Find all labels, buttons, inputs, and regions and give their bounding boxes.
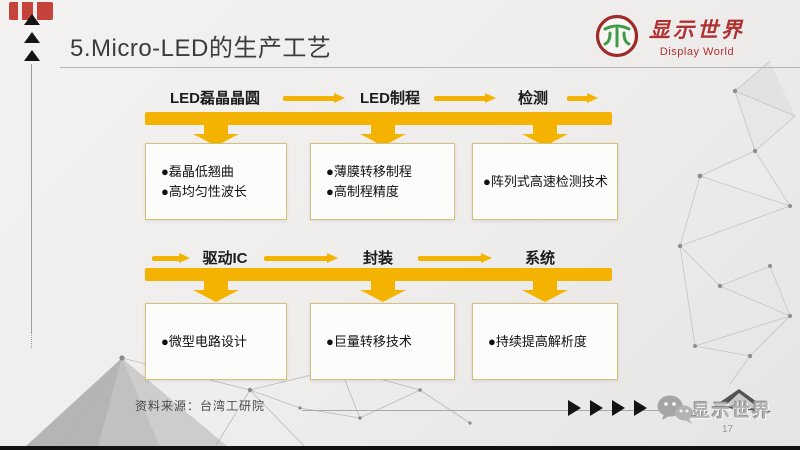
right-arrow-icon [567,93,598,104]
bottom-black-strip [0,446,800,450]
right-arrow-icon [434,93,496,104]
flow-step-label: 检测 [517,90,548,107]
logo-name-en: Display World [659,46,735,58]
flow-step-label: 驱动IC [202,250,248,267]
play-triangle-icon [568,400,581,416]
info-box-item: ●巨量转移技术 [326,333,412,349]
title-underline [60,67,800,68]
source-note: 资料来源：台湾工研院 [135,399,266,413]
info-box-item: ●薄膜转移制程 [326,164,412,179]
wechat-icon [657,395,693,424]
info-box: ●微型电路设计 [145,303,287,380]
info-box-item: ●微型电路设计 [161,333,247,349]
right-arrow-icon [152,253,190,264]
vertical-line-decoration [31,64,32,332]
info-box: ●阵列式高速检测技术 [472,143,618,220]
info-box-item: ●高制程精度 [326,183,399,199]
footer-line [302,410,662,411]
info-box: ●持续提高解析度 [472,303,618,380]
right-arrow-icon [418,253,492,264]
display-world-logo-icon [595,14,639,58]
polygon-mesh-right [677,60,796,385]
flow-step-label: 封装 [362,250,393,267]
dark-triangle-decoration [713,389,771,412]
info-box-item: ●阵列式高速检测技术 [483,173,608,189]
right-arrow-icon [264,253,338,264]
flow-bar [145,112,612,125]
info-box-item: ●持续提高解析度 [488,333,587,349]
info-box: ●薄膜转移制程 ●高制程精度 [310,143,455,220]
display-world-logo: 显示世界 Display World [595,14,745,58]
info-box-item: ●磊晶低翘曲 [161,164,234,179]
play-triangle-icon [590,400,603,416]
info-box-item: ●高均匀性波长 [161,183,247,199]
flow-step-label: 系统 [524,250,555,267]
flow-step-label: LED磊晶晶圆 [169,90,260,107]
info-box: ●磊晶低翘曲 ●高均匀性波长 [145,143,287,220]
play-triangle-icon [634,400,647,416]
triple-triangle-decoration [24,14,40,68]
flow-bar [145,268,612,281]
vertical-dotted-line [31,332,32,348]
info-box: ●巨量转移技术 [310,303,455,380]
page-number: 17 [722,424,734,435]
brand-watermark: 显示世界 [692,401,772,421]
play-triangles-decoration [568,400,647,416]
logo-name-cn: 显示世界 [649,18,745,42]
page-title: 5.Micro-LED的生产工艺 [70,35,332,62]
flow-step-label: LED制程 [359,90,420,107]
red-stamp-decoration [9,2,53,20]
down-arrow-icon [522,281,568,302]
play-triangle-icon [612,400,625,416]
right-arrow-icon [283,93,345,104]
down-arrow-icon [193,281,239,302]
down-arrow-icon [360,281,406,302]
